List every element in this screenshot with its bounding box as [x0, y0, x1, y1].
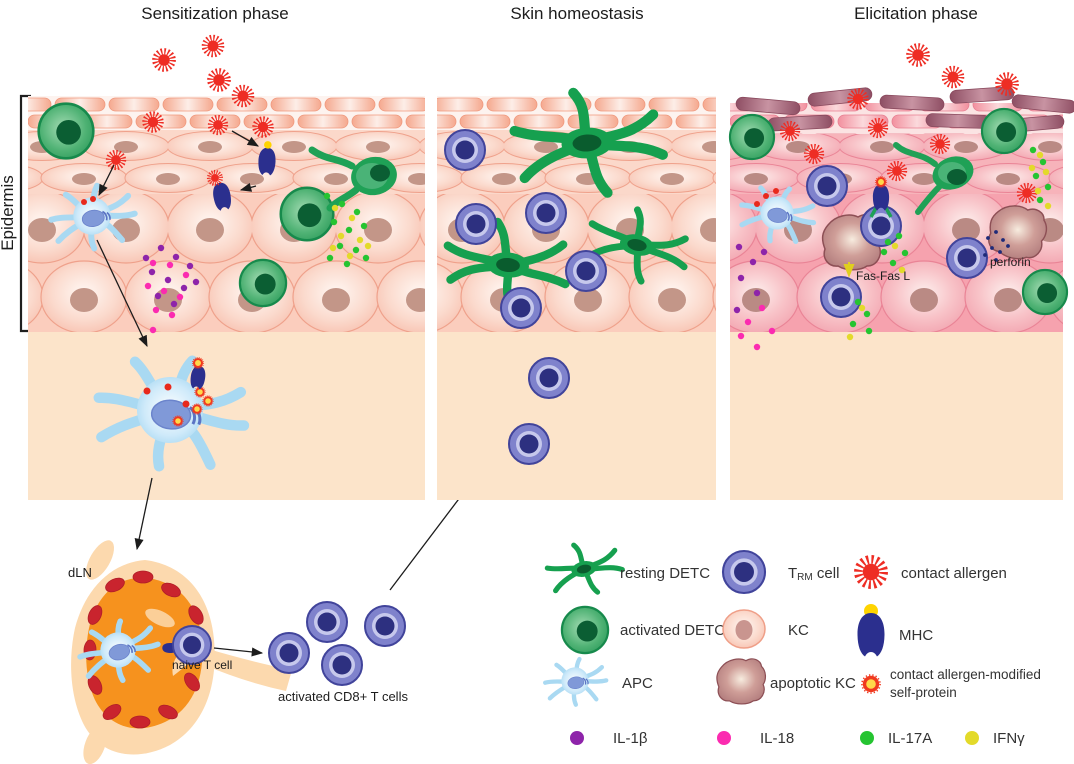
dermis-region	[730, 332, 1063, 500]
il17a-dots	[323, 192, 370, 268]
panel-sensitization	[28, 38, 425, 551]
activated-cd8-label: activated CD8+ T cells	[278, 689, 408, 704]
il17a-icon	[860, 731, 874, 745]
mhc-icon	[857, 604, 885, 657]
legend-apc: APC	[543, 656, 653, 709]
legend-activated-detc: activated DETC	[560, 605, 725, 655]
legend: resting DETC TRM cell contact allergen a…	[543, 536, 1041, 747]
resting-detc-label: resting DETC	[620, 565, 710, 582]
kc-icon	[722, 609, 766, 649]
dln-cortex	[86, 577, 203, 729]
modified-self-protein-label-1: contact allergen-modified	[890, 667, 1041, 682]
perforin-dots	[983, 230, 1010, 262]
efferent-vessel	[202, 648, 292, 691]
dln-follicles	[83, 570, 204, 729]
perforin-label: perforin	[990, 255, 1031, 269]
contact-allergen-label: contact allergen	[901, 565, 1007, 582]
mhc-label: MHC	[899, 627, 933, 644]
il18-icon	[717, 731, 731, 745]
il1b-dots	[142, 244, 200, 308]
legend-mhc: MHC	[857, 604, 933, 657]
legend-modified-self-protein: contact allergen-modified self-protein	[860, 667, 1041, 700]
kc-label: KC	[788, 622, 809, 639]
il1b-icon	[570, 731, 584, 745]
apc-cell	[737, 183, 817, 247]
legend-resting-detc: resting DETC	[544, 536, 710, 601]
apoptotic-kc-label: apoptotic KC	[770, 675, 856, 692]
arrows-sensitization	[96, 130, 259, 551]
il18-label: IL-18	[760, 730, 794, 747]
activated-detc-with-tail	[308, 146, 397, 212]
legend-cytokines: IL-1β IL-18 IL-17A IFNγ	[570, 730, 1025, 747]
naive-t-cell-label: naive T cell	[172, 658, 232, 672]
activated-detc-with-tail	[893, 142, 974, 215]
il1b-dots	[733, 243, 768, 314]
activated-cd8-t-cells	[268, 601, 406, 686]
title-elicitation: Elicitation phase	[854, 4, 978, 23]
ifng-icon	[965, 731, 979, 745]
apc-icon	[543, 656, 609, 709]
fas-label: Fas-Fas L	[856, 269, 910, 283]
trm-cell-label: TRM cell	[788, 565, 839, 583]
modified-self-protein-icon	[860, 673, 882, 695]
legend-contact-allergen: contact allergen	[858, 559, 1007, 584]
dermis-region	[437, 332, 716, 500]
contact-allergen-icon	[858, 559, 883, 584]
resting-detc-icon	[544, 536, 626, 601]
activated-detc-icon	[560, 605, 610, 655]
il18-dots	[737, 304, 776, 351]
apc-cell-epidermis	[47, 180, 140, 255]
stratum-corneum	[28, 96, 425, 130]
il17a-dots	[849, 146, 1052, 335]
apc-cell-dermis	[93, 353, 249, 473]
panel-homeostasis	[437, 87, 716, 500]
legend-kc: KC	[722, 609, 809, 649]
epidermis-label: Epidermis	[0, 175, 17, 251]
activated-detc-label: activated DETC	[620, 622, 725, 639]
dermis-region	[28, 332, 425, 500]
il18-dots	[144, 259, 190, 334]
title-homeostasis: Skin homeostasis	[510, 4, 643, 23]
dln-group: dLN naive T cell activated CD8+ T cells	[68, 462, 487, 764]
ifng-label: IFNγ	[993, 730, 1025, 747]
modified-self-protein-label-2: self-protein	[890, 685, 957, 700]
legend-trm-cell: TRM cell	[721, 549, 839, 595]
panel-elicitation: Fas-Fas L perforin	[728, 46, 1074, 500]
ifng-dots	[329, 204, 372, 260]
mhc-with-modified-protein	[869, 175, 893, 218]
trm-cell-icon	[721, 549, 767, 595]
epidermis-bracket: Epidermis	[0, 94, 31, 333]
dln-label: dLN	[68, 565, 92, 580]
il17a-label: IL-17A	[888, 730, 932, 747]
il1b-label: IL-1β	[613, 730, 648, 747]
apc-label: APC	[622, 675, 653, 692]
ifng-dots	[846, 151, 1052, 341]
legend-apoptotic-kc: apoptotic KC	[716, 658, 856, 705]
title-sensitization: Sensitization phase	[141, 4, 288, 23]
apoptotic-kc-icon	[716, 658, 767, 705]
mhc-icon	[257, 141, 277, 176]
